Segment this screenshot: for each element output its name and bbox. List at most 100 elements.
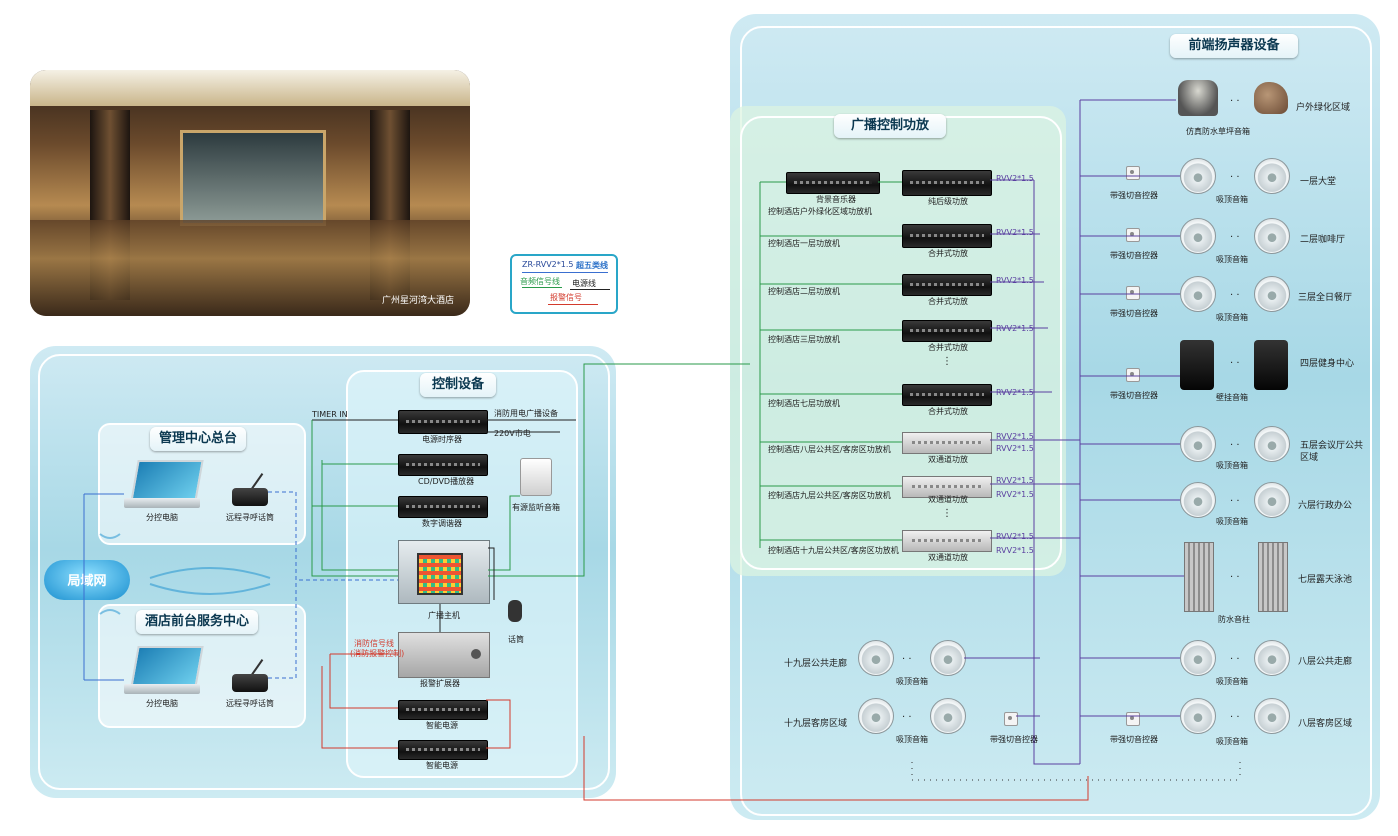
front-pc-label: 分控电脑 — [146, 699, 178, 708]
zone9-speaker: 吸顶音箱 — [1216, 737, 1248, 746]
dual-channel-amp-device — [902, 432, 992, 454]
fire-signal-label: 消防信号线 — [354, 639, 394, 648]
sm1-label: 智能电源 — [426, 721, 458, 730]
wall-speaker-icon — [1180, 340, 1214, 390]
ceiling-speaker-icon — [1180, 426, 1216, 462]
zone0-name: 户外绿化区域 — [1296, 103, 1351, 113]
cd-player-device — [398, 454, 488, 476]
ceiling-speaker-icon — [858, 698, 894, 734]
ceiling-speaker-icon — [1180, 482, 1216, 518]
amp-row5-desc: 控制酒店八层公共区/客房区功放机 — [768, 445, 891, 454]
fire-label: 消防用电广播设备 — [494, 409, 558, 418]
volume-control-icon[interactable] — [1126, 286, 1140, 300]
ceiling-speaker-icon — [1254, 698, 1290, 734]
amp-row2-amp: 合并式功放 — [928, 297, 968, 306]
microphone-icon — [232, 656, 268, 692]
amp-row1-amp: 合并式功放 — [928, 249, 968, 258]
zone2-name: 二层咖啡厅 — [1300, 235, 1346, 245]
zone2-ellipsis: · · — [1230, 232, 1240, 243]
amp-dots: ⋮ — [942, 508, 952, 519]
ceiling-speaker-icon — [1180, 218, 1216, 254]
amplifier-device — [902, 320, 992, 342]
power-sequencer-device — [398, 410, 488, 434]
amp-row2-desc: 控制酒店二层功放机 — [768, 287, 840, 296]
amp-row3-amp: 合并式功放 — [928, 343, 968, 352]
laptop-icon — [124, 646, 204, 694]
zone4-speaker: 壁挂音箱 — [1216, 393, 1248, 402]
zone4-name: 四层健身中心 — [1300, 359, 1355, 369]
amplifier-device — [902, 274, 992, 296]
column-speaker-icon — [1184, 542, 1214, 612]
ceiling-speaker-icon — [1180, 698, 1216, 734]
paging-mic-icon — [508, 600, 522, 622]
rock-speaker-icon — [1254, 82, 1288, 114]
amp-row6-cable2: RVV2*1.5 — [996, 490, 1034, 499]
zone6-name: 六层行政办公 — [1298, 501, 1353, 511]
amp-row7-cable2: RVV2*1.5 — [996, 546, 1034, 555]
lzone0-name: 十九层公共走廊 — [784, 659, 848, 669]
alarm-expander-device — [398, 632, 490, 678]
lzone0-ellipsis: · · — [902, 654, 912, 665]
zone9-ellipsis: · · — [1230, 712, 1240, 723]
amp-row3-desc: 控制酒店三层功放机 — [768, 335, 840, 344]
ceiling-speaker-icon — [1254, 640, 1290, 676]
legend-cable: ZR-RVV2*1.5 — [522, 260, 574, 269]
vol-label: 带强切音控器 — [1110, 309, 1158, 318]
monitor-label: 有源监听音箱 — [512, 503, 560, 512]
ceiling-speaker-icon — [930, 698, 966, 734]
hotel-photo: 广州星河湾大酒店 — [30, 70, 470, 316]
zone0-speaker: 仿真防水草坪音箱 — [1186, 127, 1250, 136]
amplifier-device — [902, 224, 992, 248]
amp-row0-desc: 控制酒店户外绿化区域功放机 — [768, 207, 872, 216]
laptop-icon — [124, 460, 204, 508]
tuner-device — [398, 496, 488, 518]
amp-row7-cable1: RVV2*1.5 — [996, 532, 1034, 541]
legend-net: 超五类线 — [576, 261, 608, 270]
ceiling-speaker-icon — [1254, 218, 1290, 254]
zone6-ellipsis: · · — [1230, 496, 1240, 507]
power-220-label: 220V市电 — [494, 429, 531, 438]
amp-row4-amp: 合并式功放 — [928, 407, 968, 416]
dual-channel-amp-device — [902, 530, 992, 552]
zone8-name: 八层公共走廊 — [1298, 657, 1353, 667]
volume-control-icon[interactable] — [1126, 368, 1140, 382]
vol-label: 带强切音控器 — [1110, 191, 1158, 200]
amp-row7-amp: 双通道功放 — [928, 553, 968, 562]
zone7-ellipsis: · · — [1230, 572, 1240, 583]
zone1-name: 一层大堂 — [1300, 177, 1337, 187]
ceiling-speaker-icon — [1254, 158, 1290, 194]
amp-row0-amp: 纯后级功放 — [928, 197, 968, 206]
mgmt-center-box — [98, 423, 306, 545]
zone1-ellipsis: · · — [1230, 172, 1240, 183]
ceiling-speaker-icon — [1254, 276, 1290, 312]
zone7-speaker: 防水音柱 — [1218, 615, 1250, 624]
vol-label: 带强切音控器 — [1110, 251, 1158, 260]
ceiling-speaker-icon — [1180, 640, 1216, 676]
lzone1-ellipsis: · · — [902, 712, 912, 723]
zone5-name: 五层会议厅公共区域 — [1300, 441, 1364, 463]
expander-label: 报警扩展器 — [420, 679, 460, 688]
amp-row0-cable: RVV2*1.5 — [996, 174, 1034, 183]
amp-dots: ⋮ — [942, 356, 952, 367]
legend-power: 电源线 — [572, 279, 596, 288]
smart-power-device — [398, 700, 488, 720]
amplifier-device — [902, 170, 992, 196]
ceiling-speaker-icon — [1254, 482, 1290, 518]
front-mic-label: 远程寻呼话筒 — [226, 699, 274, 708]
volume-control-icon[interactable] — [1004, 712, 1018, 726]
zone8-speaker: 吸顶音箱 — [1216, 677, 1248, 686]
amp-row7-desc: 控制酒店十九层公共区/客房区功放机 — [768, 546, 899, 555]
amplifier-device — [902, 384, 992, 406]
photo-caption: 广州星河湾大酒店 — [381, 296, 454, 306]
legend-alarm: 报警信号 — [550, 293, 582, 302]
zone2-speaker: 吸顶音箱 — [1216, 255, 1248, 264]
amp-row6-desc: 控制酒店九层公共区/客房区功放机 — [768, 491, 891, 500]
sm2-label: 智能电源 — [426, 761, 458, 770]
zone9-name: 八层客房区域 — [1298, 719, 1353, 729]
volume-control-icon[interactable] — [1126, 228, 1140, 242]
lawn-speaker-icon — [1178, 80, 1218, 116]
legend: ZR-RVV2*1.5 超五类线 音频信号线 电源线 报警信号 — [510, 254, 618, 314]
control-devices-title: 控制设备 — [420, 373, 496, 397]
amp-row6-cable1: RVV2*1.5 — [996, 476, 1034, 485]
